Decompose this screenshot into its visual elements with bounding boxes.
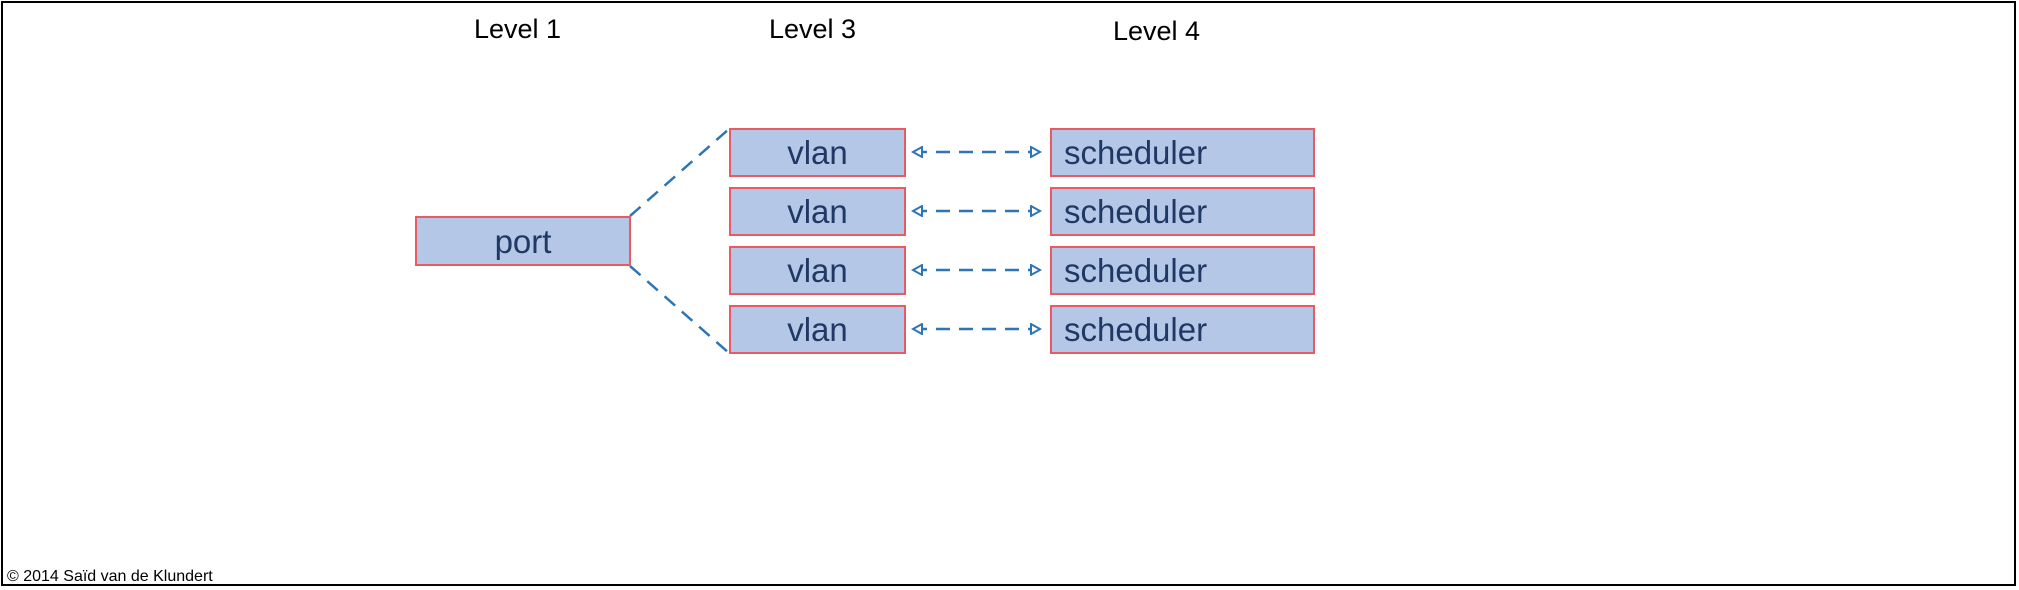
vlan-label: vlan [787, 311, 848, 348]
scheduler-box: scheduler [1050, 187, 1315, 236]
vlan-box: vlan [729, 128, 906, 177]
scheduler-box: scheduler [1050, 246, 1315, 295]
scheduler-label: scheduler [1064, 193, 1208, 230]
vlan-box: vlan [729, 305, 906, 354]
vlan-box: vlan [729, 187, 906, 236]
copyright-notice: © 2014 Saïd van de Klundert [7, 568, 213, 585]
scheduler-label: scheduler [1064, 134, 1208, 171]
port-to-vlan-1-line [629, 128, 730, 217]
scheduler-label: scheduler [1064, 252, 1208, 289]
scheduler-label: scheduler [1064, 311, 1208, 348]
vlan-label: vlan [787, 252, 848, 289]
level-3-heading: Level 3 [769, 14, 857, 44]
vlan-label: vlan [787, 193, 848, 230]
level-4-heading: Level 4 [1113, 16, 1201, 46]
port-label: port [494, 222, 552, 260]
vlan-box: vlan [729, 246, 906, 295]
vlan-label: vlan [787, 134, 848, 171]
port-box: port [415, 216, 631, 266]
port-to-vlan-4-line [629, 265, 730, 354]
scheduler-box: scheduler [1050, 128, 1315, 177]
level-1-heading: Level 1 [474, 14, 562, 44]
scheduler-box: scheduler [1050, 305, 1315, 354]
